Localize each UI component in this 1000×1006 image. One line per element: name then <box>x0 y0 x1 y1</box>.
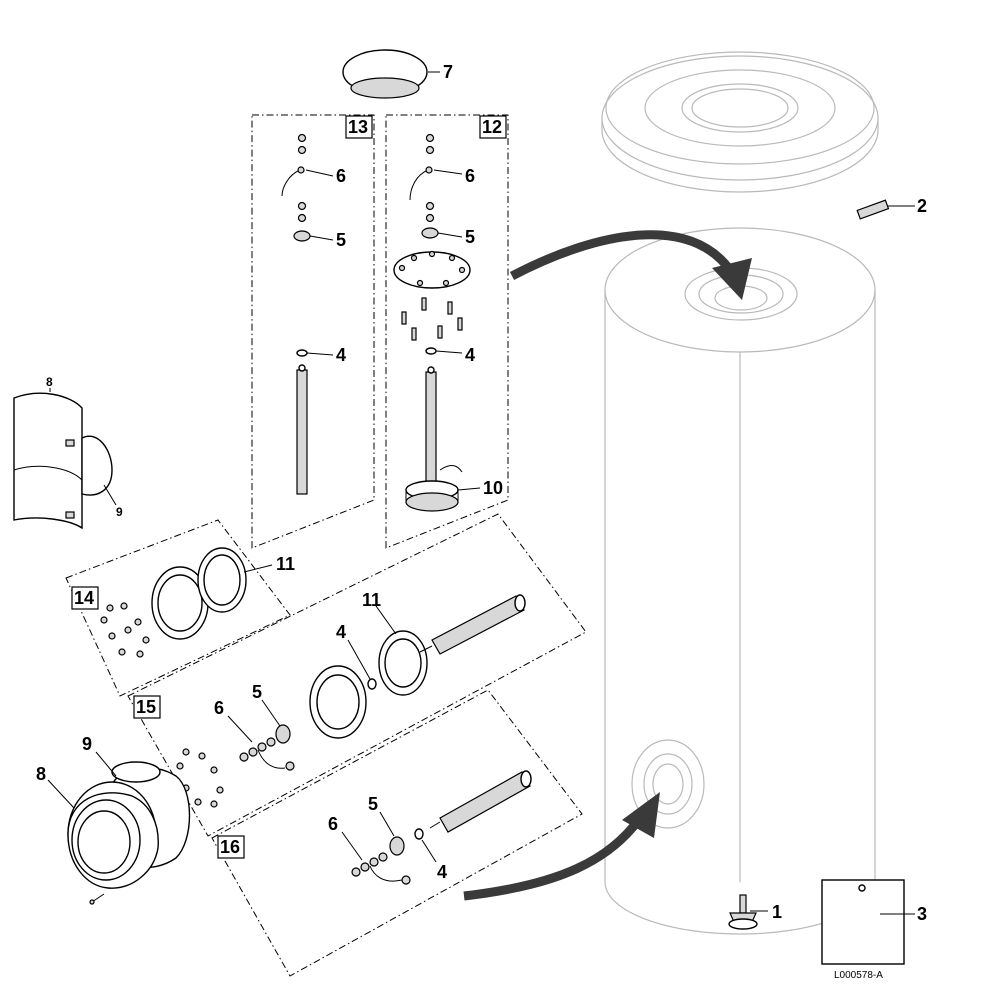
group-label-14: 14 <box>74 588 94 608</box>
side-cover-assembly: 9 8 <box>36 734 191 905</box>
label-inset-9: 9 <box>82 734 92 754</box>
label-7: 7 <box>443 62 453 82</box>
group-13: 13 6 5 4 <box>251 114 375 549</box>
cover-inset: 8 9 <box>13 375 123 530</box>
label-2: 2 <box>917 196 927 216</box>
part-7-cap: 7 <box>342 49 453 99</box>
group-label-16: 16 <box>220 837 240 857</box>
label-16-5: 5 <box>368 794 378 814</box>
label-12-6: 6 <box>465 166 475 186</box>
group-label-15: 15 <box>136 697 156 717</box>
group-label-12: 12 <box>482 117 502 137</box>
label-13-6: 6 <box>336 166 346 186</box>
tank-lid <box>601 51 879 193</box>
label-cover-9: 9 <box>116 505 123 519</box>
label-13-4: 4 <box>336 345 346 365</box>
label-15-6: 6 <box>214 698 224 718</box>
label-14-11: 11 <box>276 554 295 574</box>
group-16: 16 6 5 4 <box>211 689 583 977</box>
label-12-5: 5 <box>465 227 475 247</box>
label-16-4: 4 <box>437 862 447 882</box>
label-12-10: 10 <box>483 478 503 498</box>
label-12-4: 4 <box>465 345 475 365</box>
label-3: 3 <box>917 904 927 924</box>
label-15-4: 4 <box>336 622 346 642</box>
label-16-6: 6 <box>328 814 338 834</box>
label-1: 1 <box>772 902 782 922</box>
part-2-pin: 2 <box>856 196 927 220</box>
reference-code: L000578-A <box>834 970 883 981</box>
part-1-foot: 1 <box>728 894 782 930</box>
arrow-to-side-opening <box>463 792 660 901</box>
group-label-13: 13 <box>348 117 368 137</box>
group-14: 14 11 <box>65 519 295 697</box>
part-3-bag: 3 L000578-A <box>821 879 927 981</box>
label-inset-8: 8 <box>36 764 46 784</box>
label-15-5: 5 <box>252 682 262 702</box>
group-15: 15 6 5 4 11 <box>127 513 587 837</box>
label-15-11: 11 <box>362 590 381 610</box>
arrow-to-top-opening <box>509 230 752 300</box>
group-12: 12 6 5 4 <box>385 114 509 549</box>
label-13-5: 5 <box>336 230 346 250</box>
label-cover-8: 8 <box>46 375 53 389</box>
